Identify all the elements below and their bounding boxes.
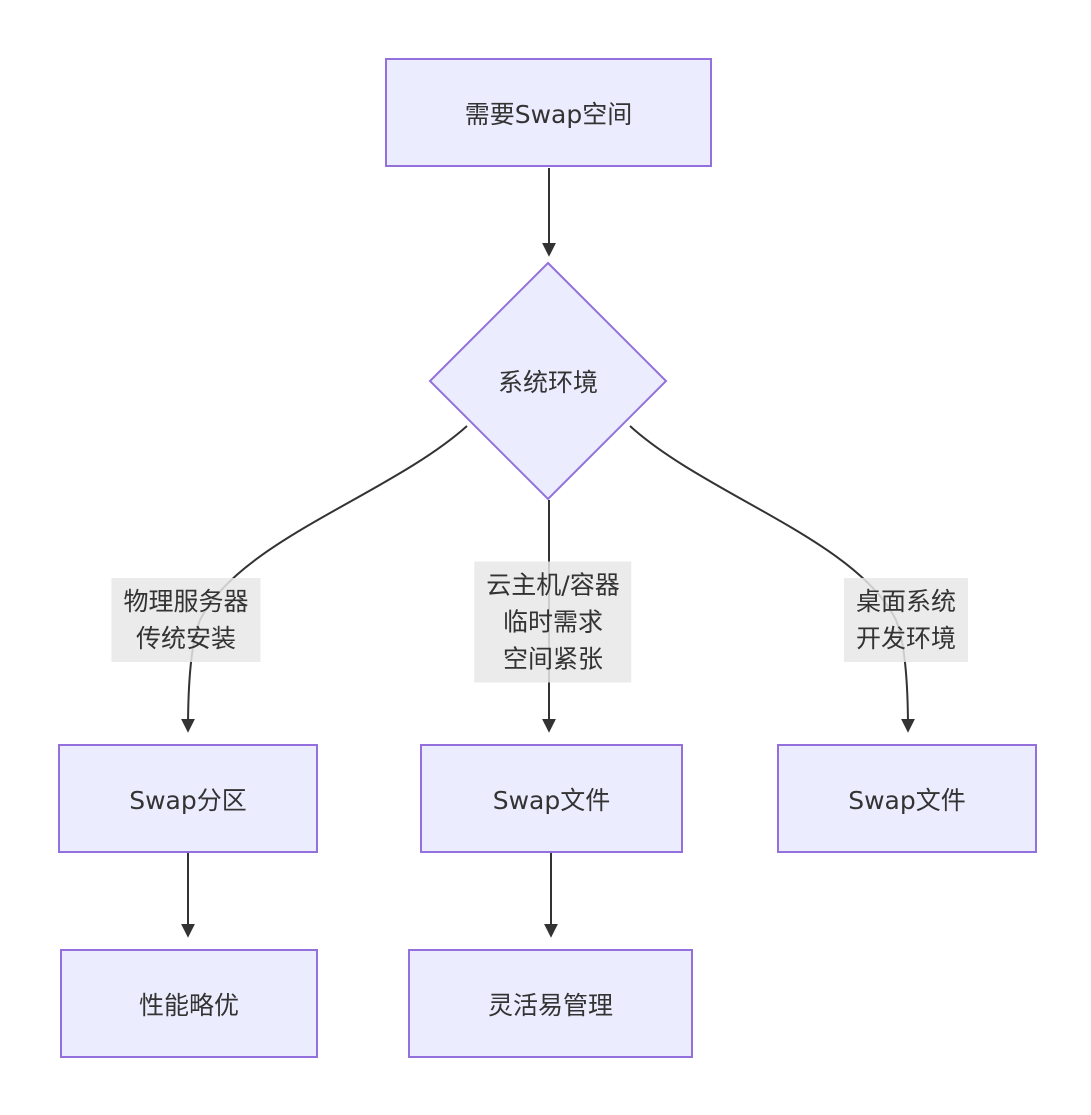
node-flexible: 灵活易管理 xyxy=(408,949,693,1058)
node-swap-partition: Swap分区 xyxy=(58,744,318,853)
node-swap-file-right: Swap文件 xyxy=(777,744,1037,853)
node-flexible-label: 灵活易管理 xyxy=(487,990,613,1020)
node-swap-partition-label: Swap分区 xyxy=(129,785,247,815)
edge-label-physical-server: 物理服务器 传统安装 xyxy=(111,578,261,662)
node-performance: 性能略优 xyxy=(60,949,318,1058)
edge-label-line: 云主机/容器 xyxy=(486,570,620,600)
edge-label-line: 传统安装 xyxy=(135,624,237,653)
edge-label-cloud-container: 云主机/容器 临时需求 空间紧张 xyxy=(474,561,632,683)
node-start: 需要Swap空间 xyxy=(385,58,712,167)
decision-diamond xyxy=(428,261,668,501)
node-start-label: 需要Swap空间 xyxy=(464,99,633,129)
node-performance-label: 性能略优 xyxy=(138,990,239,1020)
edge-label-line: 桌面系统 xyxy=(855,587,957,616)
edge-label-line: 空间紧张 xyxy=(502,644,603,674)
edge-label-line: 开发环境 xyxy=(855,624,957,653)
node-swap-file-right-label: Swap文件 xyxy=(848,785,966,815)
edge-label-desktop: 桌面系统 开发环境 xyxy=(843,578,969,662)
node-decision-label: 系统环境 xyxy=(497,368,599,397)
edge-label-line: 临时需求 xyxy=(502,607,603,637)
edge-label-line: 物理服务器 xyxy=(123,587,249,616)
node-swap-file-middle-label: Swap文件 xyxy=(492,785,611,815)
node-swap-file-middle: Swap文件 xyxy=(420,744,683,853)
